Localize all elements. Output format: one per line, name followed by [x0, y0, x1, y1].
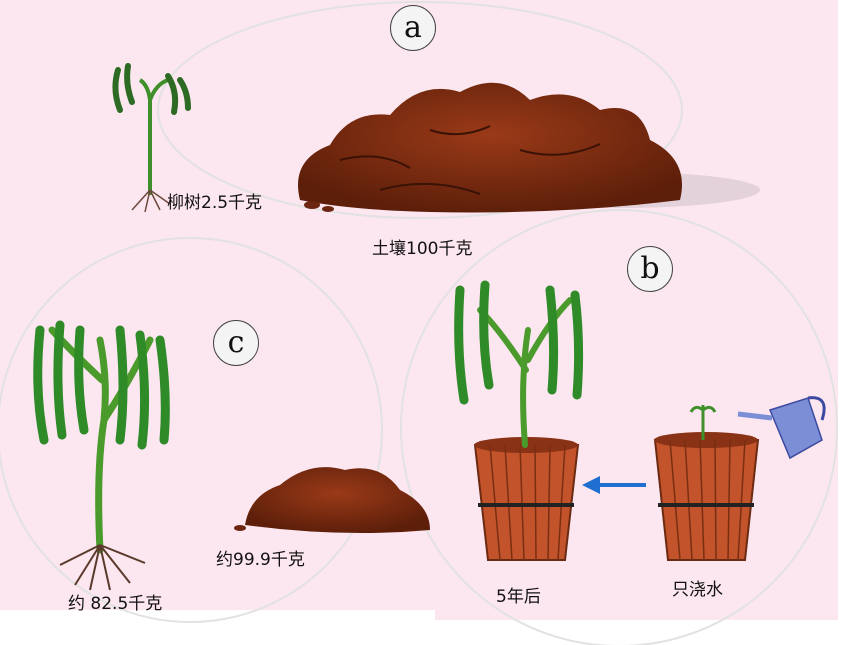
badge-b: b: [627, 246, 673, 292]
circle-b: [400, 209, 838, 645]
wooden-pot-icon: [454, 280, 584, 561]
only-water-label: 只浇水: [672, 580, 723, 600]
badge-a: a: [390, 5, 436, 51]
wooden-pot-small-icon: [653, 405, 760, 561]
willow-sapling-icon: [112, 63, 191, 213]
pink-background-tail: [435, 610, 838, 620]
soil-pile-icon: [298, 82, 760, 213]
after-five-years-label: 5年后: [496, 587, 541, 607]
soil-pile-small-icon: [234, 467, 430, 534]
willow-final-label: 约 82.5千克: [68, 594, 163, 614]
watering-can-icon: [737, 396, 826, 460]
circle-c: [0, 237, 383, 623]
soil-final-label: 约99.9千克: [216, 550, 305, 570]
circle-a: [157, 1, 683, 219]
soil-initial-label: 土壤100千克: [372, 239, 473, 259]
badge-c: c: [213, 320, 259, 366]
willow-initial-label: 柳树2.5千克: [167, 193, 263, 213]
left-arrow-icon: [582, 476, 646, 494]
willow-tree-icon: [33, 320, 170, 591]
